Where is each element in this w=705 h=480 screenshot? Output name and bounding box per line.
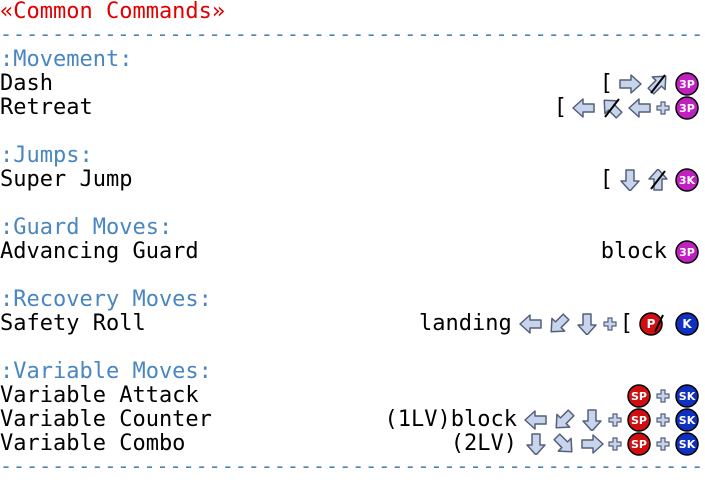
button-label: SK [679,438,696,451]
button-icon: 3P [675,240,699,264]
input-prefix: (2LV) [450,431,517,456]
command-name: Retreat [0,95,93,120]
plus-icon [602,314,618,334]
plus-icon [607,410,623,430]
section-header-variable: :Variable Moves: [0,359,212,384]
command-name: Dash [0,71,53,96]
arrow-down-icon [523,433,549,455]
plus-icon [655,386,671,406]
command-row-safety-roll: Safety Roll landing [ P K [0,312,705,336]
button-icon: 3P [675,72,699,96]
section-header-jumps: :Jumps: [0,143,93,168]
command-input: [ 3K [600,168,701,192]
button-label: SK [679,390,696,403]
command-input: landing [ P K [419,312,701,336]
button-label: 3P [679,102,695,115]
command-input: [ 3P [600,72,701,96]
button-icon: K [675,312,699,336]
input-prefix: landing [419,311,512,336]
section-header-recovery: :Recovery Moves: [0,287,212,312]
button-icon: SK [675,384,699,408]
button-icon: SK [675,408,699,432]
command-row-variable-combo: Variable Combo (2LV) SP SK [0,432,705,456]
arrow-up-left-icon [599,97,625,119]
button-icon: P [639,312,664,336]
command-input: (1LV)block SP SK [385,408,701,432]
plus-icon [655,434,671,454]
arrow-left-icon [518,313,544,335]
section-header-guard: :Guard Moves: [0,215,173,240]
plus-icon [607,434,623,454]
command-input: (2LV) SP SK [451,432,701,456]
command-row-super-jump: Super Jump [ 3K [0,168,705,192]
button-icon: SK [675,432,699,456]
button-label: 3P [679,78,695,91]
command-input: block 3P [601,240,701,264]
command-input: [ 3P [554,96,701,120]
button-icon: SP [627,384,651,408]
arrow-up-icon [645,169,671,191]
hold-bracket: [ [553,95,567,120]
arrow-left-icon [627,97,653,119]
button-label: 3K [679,174,696,187]
hold-bracket: [ [599,167,613,192]
section-header-movement: :Movement: [0,47,133,72]
button-label: SK [679,414,696,427]
page-title: «Common Commands» [0,0,226,24]
command-input: SP SK [625,384,701,408]
command-name: Variable Attack [0,383,199,408]
arrow-left-icon [523,409,549,431]
plus-icon [655,98,671,118]
command-name: Variable Counter [0,407,212,432]
command-row-variable-counter: Variable Counter (1LV)block SP SK [0,408,705,432]
button-label: SP [631,414,647,427]
arrow-down-icon [579,409,605,431]
divider-top: ----------------------------------------… [0,22,705,46]
hold-bracket: [ [599,71,613,96]
button-label: 3P [679,246,695,259]
arrow-down-left-icon [546,313,572,335]
command-name: Advancing Guard [0,239,199,264]
button-label: P [647,317,656,331]
button-icon: 3P [675,96,699,120]
arrow-down-left-icon [551,409,577,431]
command-name: Variable Combo [0,431,186,456]
arrow-right-icon [617,73,643,95]
command-name: Super Jump [0,167,133,192]
command-row-retreat: Retreat [ 3P [0,96,705,120]
divider-bottom: ----------------------------------------… [0,454,705,478]
button-label: SP [631,390,647,403]
arrow-right-icon [579,433,605,455]
arrow-left-icon [571,97,597,119]
command-row-advancing-guard: Advancing Guard block 3P [0,240,705,264]
plus-icon [655,410,671,430]
button-icon: SP [627,408,651,432]
arrow-down-right-icon [551,433,577,455]
command-row-dash: Dash [ 3P [0,72,705,96]
arrow-down-icon [617,169,643,191]
arrow-up-right-icon [645,73,671,95]
arrow-down-icon [574,313,600,335]
input-prefix: block [600,239,667,264]
button-icon: SP [627,432,651,456]
input-prefix: (1LV)block [384,407,517,432]
command-name: Safety Roll [0,311,146,336]
button-label: SP [631,438,647,451]
hold-bracket: [ [619,311,633,336]
button-icon: 3K [675,168,699,192]
command-row-variable-attack: Variable Attack SP SK [0,384,705,408]
button-label: K [682,317,692,331]
